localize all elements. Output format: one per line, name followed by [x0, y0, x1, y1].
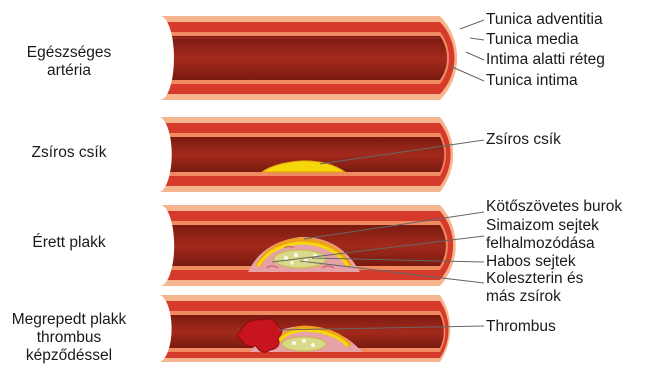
label-simaizom-sejtek: Simaizom sejtek felhalmozódása — [486, 217, 599, 253]
vessel-fatty-streak — [160, 117, 453, 192]
stage-label-fatty-streak: Zsíros csík — [10, 144, 128, 162]
stage-label-line: képződéssel — [2, 347, 136, 365]
stage-label-line: thrombus — [2, 329, 136, 347]
label-kotoszovetes-burok: Kötőszövetes burok — [486, 198, 622, 216]
label-tunica-intima: Tunica intima — [486, 72, 578, 90]
label-line: más zsírok — [486, 288, 583, 306]
stage-label-line: Egészséges — [10, 44, 128, 62]
lumen — [160, 36, 447, 80]
stage-label-mature-plaque: Érett plakk — [10, 234, 128, 252]
stage-label-healthy: Egészséges artéria — [10, 44, 128, 80]
vessel-healthy — [160, 16, 457, 100]
stage-label-line: artéria — [10, 62, 128, 80]
label-koleszterin: Koleszterin és más zsírok — [486, 270, 583, 306]
label-line: Simaizom sejtek — [486, 217, 599, 235]
stage-label-line: Érett plakk — [10, 234, 128, 252]
stage-label-line: Zsíros csík — [10, 144, 128, 162]
vessel-ruptured-plaque — [160, 295, 450, 362]
stage-label-ruptured-plaque: Megrepedt plakk thrombus képződéssel — [2, 311, 136, 365]
label-tunica-adventitia: Tunica adventitia — [486, 11, 603, 29]
label-zsiros-csik: Zsíros csík — [486, 131, 561, 149]
label-intima-alatti-reteg: Intima alatti réteg — [486, 51, 605, 69]
label-line: felhalmozódása — [486, 235, 599, 253]
label-habos-sejtek: Habos sejtek — [486, 253, 576, 271]
label-thrombus: Thrombus — [486, 318, 556, 336]
label-line: Koleszterin és — [486, 270, 583, 288]
label-tunica-media: Tunica media — [486, 31, 578, 49]
stage-label-line: Megrepedt plakk — [2, 311, 136, 329]
